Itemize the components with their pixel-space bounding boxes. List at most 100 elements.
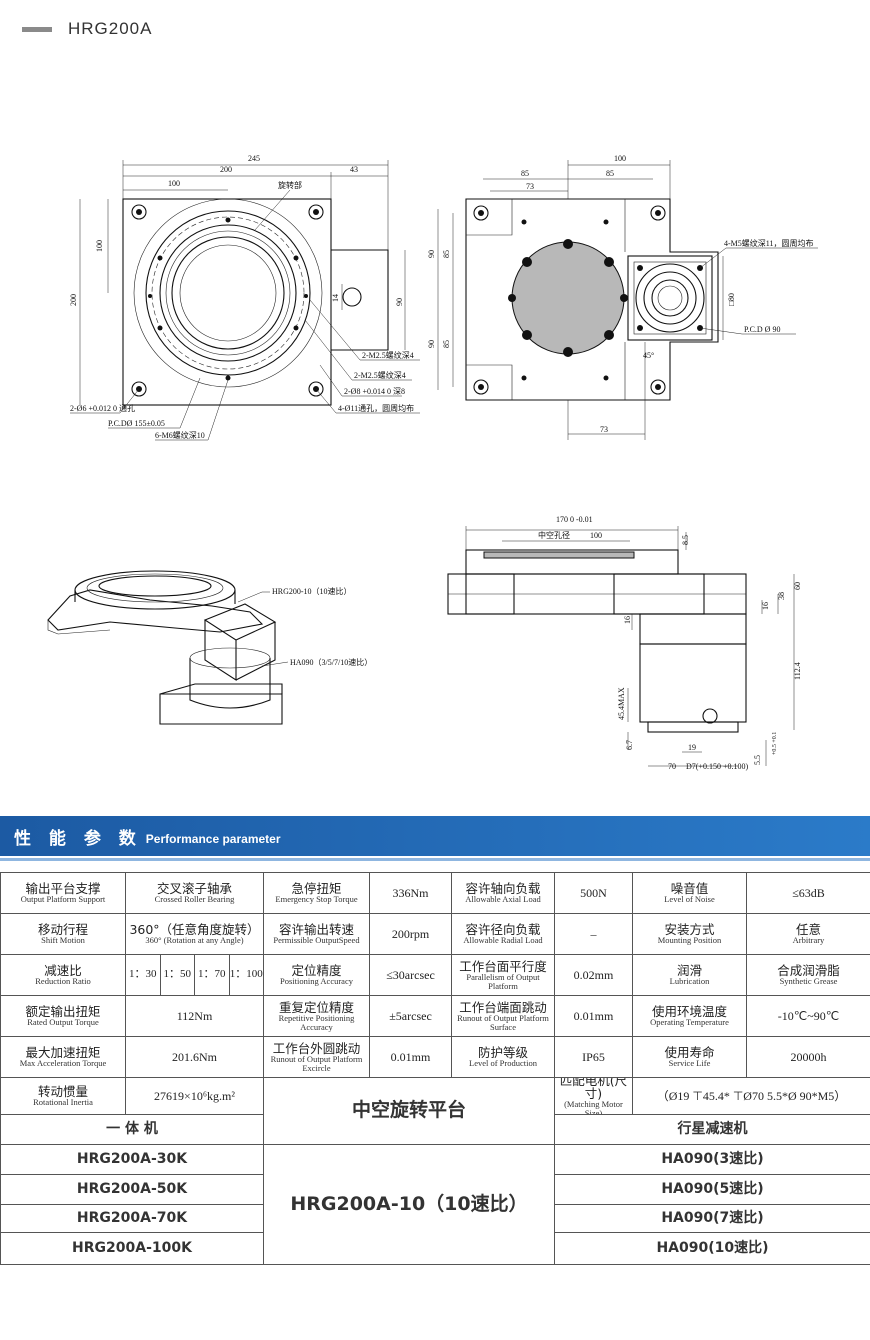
spec-value: -10℃~90℃: [777, 1008, 840, 1023]
spec-cell: ≤30arcsec: [369, 954, 452, 996]
perf-title-zh: 性 能 参 数: [14, 828, 142, 849]
spec-label-zh: 360°（任意角度旋转）: [129, 921, 260, 937]
spec-label-zh: 容许径向负载: [465, 921, 541, 937]
spec-value: 20000h: [790, 1049, 827, 1064]
spec-label-zh: 防护等级: [477, 1044, 528, 1060]
svg-text:14: 14: [331, 294, 340, 302]
svg-text:2-M2.5螺纹深4: 2-M2.5螺纹深4: [362, 350, 414, 360]
spec-cell: 20000h: [746, 1036, 870, 1078]
svg-text:85: 85: [442, 250, 451, 258]
spec-label-en: Allowable Radial Load: [463, 935, 543, 946]
hollow-platform-title: 中空旋转平台: [351, 1099, 466, 1122]
header-bar: [22, 26, 52, 32]
spec-cell: 112Nm: [125, 995, 264, 1037]
spec-value: ±5arcsec: [389, 1008, 432, 1023]
spec-label-en: Parallelism of Output Platform: [466, 971, 540, 991]
spec-cell: （Ø19 ⊤45.4* ⊤Ø70 5.5*Ø 90*M5）: [632, 1077, 870, 1115]
svg-text:100: 100: [590, 531, 602, 540]
spec-label-en: Shift Motion: [41, 935, 85, 946]
svg-text:70: 70: [668, 762, 676, 771]
svg-text:2-Ø8 +0.014 0 深8: 2-Ø8 +0.014 0 深8: [344, 387, 405, 396]
svg-text:HA090（3/5/7/10速比）: HA090（3/5/7/10速比）: [290, 657, 372, 667]
svg-text:旋转部: 旋转部: [278, 180, 302, 190]
spec-label-zh: 容许输出转速: [278, 921, 354, 937]
spec-label-zh: 工作台端面跳动: [459, 999, 547, 1015]
svg-text:5.5: 5.5: [753, 755, 762, 765]
spec-label-zh: 急停扭矩: [291, 880, 342, 896]
spec-label-en: Max Acceleration Torque: [19, 1058, 107, 1069]
model-row: HRG200A-100K: [0, 1232, 264, 1265]
spec-cell: 中空旋转平台: [263, 1077, 555, 1145]
spec-value: 0.02mm: [573, 967, 614, 982]
isometric-view: HRG200-10（10速比） HA090（3/5/7/10速比）: [47, 570, 372, 725]
svg-text:45°: 45°: [643, 351, 654, 360]
svg-text:2-M2.5螺纹深4: 2-M2.5螺纹深4: [354, 370, 406, 380]
right-head: 行星减速机: [554, 1114, 870, 1145]
spec-label-en: Mounting Position: [657, 935, 722, 946]
spec-cell: 201.6Nm: [125, 1036, 264, 1078]
spec-cell: 匹配电机(尺寸)(Matching Motor Size): [554, 1077, 633, 1115]
right-head-label: 行星减速机: [677, 1121, 748, 1138]
svg-text:+0.5 +0.1: +0.5 +0.1: [772, 732, 778, 755]
left-model: HRG200A-100K: [72, 1240, 192, 1257]
spec-cell: ≤63dB: [746, 872, 870, 914]
svg-text:43: 43: [350, 165, 358, 174]
svg-text:4-M5螺纹深11，圆周均布: 4-M5螺纹深11，圆周均布: [724, 238, 813, 248]
model-row: HA090(5速比): [554, 1174, 870, 1205]
spec-value: 0.01mm: [390, 1049, 431, 1064]
svg-text:HRG200-10（10速比）: HRG200-10（10速比）: [272, 586, 352, 596]
spec-label-en: Runout of Output Platform Excircle: [270, 1053, 363, 1073]
svg-text:170 0 -0.01: 170 0 -0.01: [556, 515, 593, 524]
spec-cell: 0.02mm: [554, 954, 633, 996]
center-model: HRG200A-10（10速比）: [263, 1144, 555, 1265]
spec-label-zh: 最大加速扭矩: [25, 1044, 101, 1060]
spec-label-en: Level of Production: [469, 1058, 537, 1069]
spec-value: 201.6Nm: [172, 1049, 217, 1064]
spec-label-en: Repetitive Positioning Accuracy: [278, 1012, 355, 1032]
spec-value: 27619×10⁶kg.m²: [154, 1088, 235, 1103]
page-title: HRG200A: [68, 19, 153, 38]
right-model: HA090(3速比): [661, 1151, 764, 1168]
spec-label-zh: 额定输出扭矩: [25, 1003, 101, 1019]
spec-cell: -10℃~90℃: [746, 995, 870, 1037]
right-model: HA090(5速比): [661, 1181, 764, 1198]
spec-label-en: Synthetic Grease: [779, 976, 838, 987]
spec-cell: –: [554, 913, 633, 955]
svg-text:245: 245: [248, 154, 260, 163]
spec-value: IP65: [582, 1049, 605, 1064]
spec-label-en: Service Life: [668, 1058, 711, 1069]
spec-value: 0.01mm: [573, 1008, 614, 1023]
svg-text:100: 100: [614, 154, 626, 163]
left-model: HRG200A-30K: [76, 1151, 188, 1168]
svg-text:85: 85: [521, 169, 529, 178]
left-head: 一 体 机: [0, 1114, 264, 1145]
svg-text:□80: □80: [727, 293, 736, 306]
spec-cell: ±5arcsec: [369, 995, 452, 1037]
spec-value: –: [590, 926, 597, 941]
svg-text:85: 85: [606, 169, 614, 178]
spec-label-en: Rated Output Torque: [27, 1017, 99, 1028]
model-row: HRG200A-70K: [0, 1204, 264, 1233]
svg-text:38: 38: [777, 592, 786, 600]
svg-text:4-Ø11通孔，圆周均布: 4-Ø11通孔，圆周均布: [338, 403, 414, 413]
spec-label-en: (Matching Motor Size): [564, 1099, 623, 1115]
spec-value: ≤63dB: [792, 885, 825, 900]
spec-cell: 0.01mm: [554, 995, 633, 1037]
spec-label-en: Positioning Accuracy: [280, 976, 353, 987]
spec-label-zh: 交叉滚子轴承: [156, 880, 232, 896]
